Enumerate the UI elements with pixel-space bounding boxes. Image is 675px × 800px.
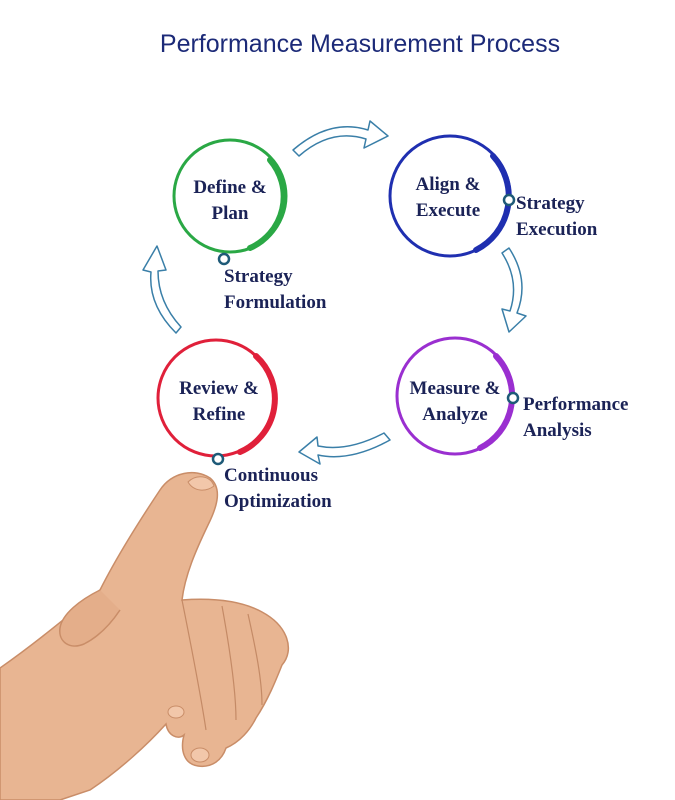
note-label-line: Optimization [224, 491, 332, 512]
note-label-line: Formulation [224, 292, 327, 313]
note-label-line: Execution [516, 219, 598, 240]
stage-label-line: Execute [415, 200, 481, 221]
note-label-strategy-execution: Strategy Execution [516, 191, 597, 243]
stage-label-line: Align & [415, 174, 481, 195]
curved-arrow-icon [142, 245, 182, 334]
stage-label-line: Define & [193, 177, 267, 198]
curved-arrow-icon [292, 120, 389, 157]
diagram-title: Performance Measurement Process [159, 30, 561, 58]
connector-dot-icon [217, 252, 231, 266]
stage-label-review: Review & Refine [159, 376, 279, 428]
stage-label-line: Measure & [409, 378, 501, 399]
note-label-continuous-optimization: Continuous Optimization [224, 463, 332, 515]
curved-arrow-icon [298, 432, 391, 465]
stage-label-line: Analyze [422, 404, 488, 425]
note-label-performance-analysis: Performance Analysis [523, 392, 629, 444]
stage-label-line: Refine [192, 404, 246, 425]
note-label-line: Strategy [224, 266, 293, 287]
note-label-line: Analysis [523, 420, 592, 441]
stage-label-align: Align & Execute [388, 172, 508, 224]
connector-dot-icon [506, 391, 520, 405]
stage-label-define: Define & Plan [170, 175, 290, 227]
stage-circle-define [172, 138, 288, 254]
stage-label-measure: Measure & Analyze [390, 376, 520, 428]
note-label-strategy-formulation: Strategy Formulation [224, 264, 326, 316]
curved-arrow-icon [501, 247, 527, 333]
connector-dot-icon [502, 193, 516, 207]
hand-pointer-image [0, 471, 290, 800]
stage-label-line: Review & [179, 378, 259, 399]
connector-dot-icon [211, 452, 225, 466]
note-label-line: Performance [523, 394, 629, 415]
stage-label-line: Plan [211, 203, 249, 224]
note-label-line: Continuous [224, 465, 318, 486]
note-label-line: Strategy [516, 193, 585, 214]
